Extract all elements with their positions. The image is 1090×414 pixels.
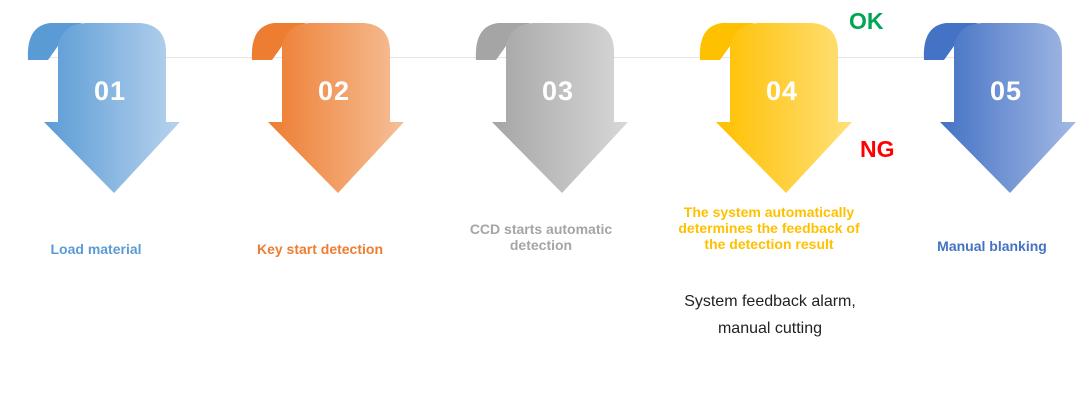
step-label: Key start detection	[256, 241, 384, 257]
arrow-down-icon	[251, 23, 404, 193]
arrow-down-icon	[27, 23, 180, 193]
feedback-note: System feedback alarm, manual cutting	[684, 293, 856, 337]
step-05: 05	[916, 0, 1090, 260]
step-label: CCD starts automatic detection	[469, 221, 613, 253]
step-02: 02	[244, 0, 424, 260]
arrow-down-icon	[475, 23, 628, 193]
step-03: 03	[468, 0, 648, 260]
ok-status: OK	[849, 8, 884, 34]
step-number: 04	[765, 76, 799, 106]
step-label: The system automatically determines the …	[678, 204, 860, 252]
arrow-down-icon	[699, 23, 852, 193]
step-04: 04	[692, 0, 872, 260]
step-number: 01	[93, 76, 127, 106]
step-number: 02	[317, 76, 351, 106]
step-number: 05	[989, 76, 1023, 106]
ng-status: NG	[860, 136, 895, 162]
step-label: Load material	[50, 241, 142, 257]
step-label: Manual blanking	[937, 238, 1047, 254]
arrow-down-icon	[923, 23, 1076, 193]
step-01: 01	[20, 0, 200, 260]
step-number: 03	[541, 76, 575, 106]
